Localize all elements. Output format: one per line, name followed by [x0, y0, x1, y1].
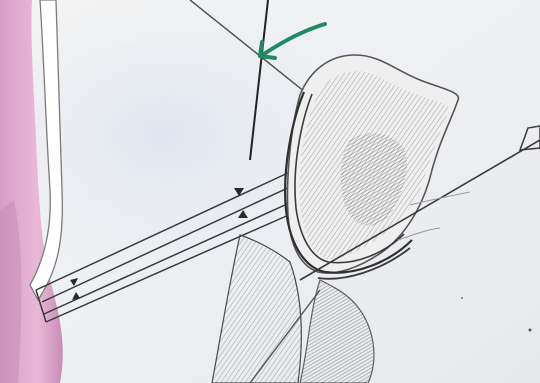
- paper-speck: [529, 329, 532, 332]
- paper-speck: [461, 297, 463, 299]
- glove-fold-shadow: [0, 200, 21, 383]
